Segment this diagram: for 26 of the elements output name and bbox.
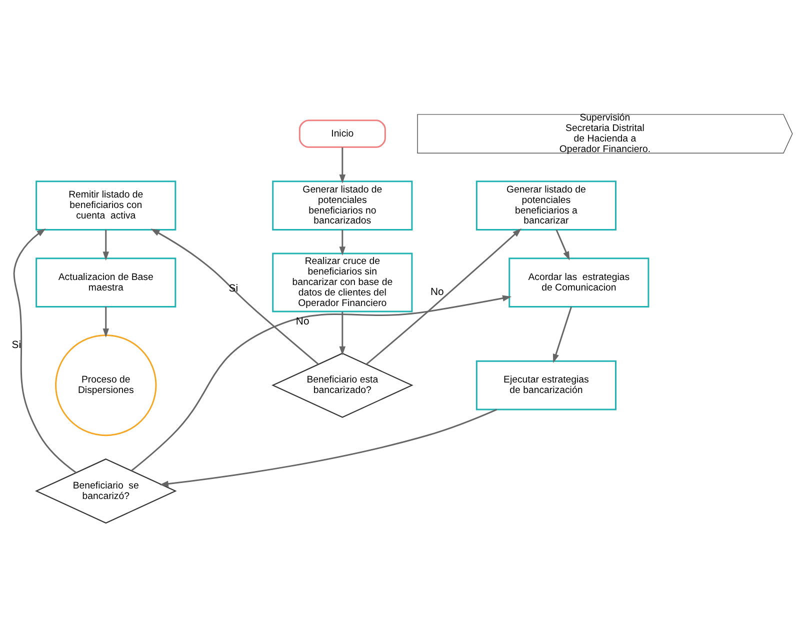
arrow bbox=[150, 228, 319, 365]
arrow bbox=[366, 228, 522, 365]
node-box: Ejecutar estrategias de bancarización bbox=[476, 360, 616, 410]
arrow bbox=[102, 306, 110, 338]
edge-label: No bbox=[430, 286, 444, 298]
arrow bbox=[131, 295, 512, 472]
node-box: Remitir listado de beneficiarios con cuenta activa bbox=[36, 180, 176, 230]
arrow bbox=[13, 228, 77, 474]
arrow bbox=[556, 229, 570, 260]
arrow bbox=[339, 147, 346, 184]
node-diamond: Beneficiario esta bancarizado? bbox=[272, 352, 414, 418]
node-box: Generar listado de potenciales beneficiarios a bancarizar bbox=[476, 180, 616, 230]
arrow bbox=[552, 306, 572, 363]
node-box: Generar listado de potenciales beneficiarios no bancarizados bbox=[272, 180, 413, 230]
edge-label: No bbox=[296, 316, 310, 328]
arrow bbox=[159, 408, 498, 487]
node-box: Actualizacion de Base maestra bbox=[36, 258, 176, 308]
node-diamond: Beneficiario se bancarizó? bbox=[35, 458, 177, 524]
arrow bbox=[339, 312, 346, 356]
edge-label: Si bbox=[12, 340, 22, 352]
arrow bbox=[339, 230, 346, 256]
node-circle: Proceso de Dispersiones bbox=[55, 334, 157, 436]
node-box: Realizar cruce de beneficiarios sin bancarizar con base de datos de clientes del Operador Financiero bbox=[272, 252, 413, 312]
arrow bbox=[102, 230, 110, 261]
node-box: Acordar las estrategias de Comunicacion bbox=[508, 258, 650, 308]
node-box: Inicio bbox=[298, 120, 386, 148]
